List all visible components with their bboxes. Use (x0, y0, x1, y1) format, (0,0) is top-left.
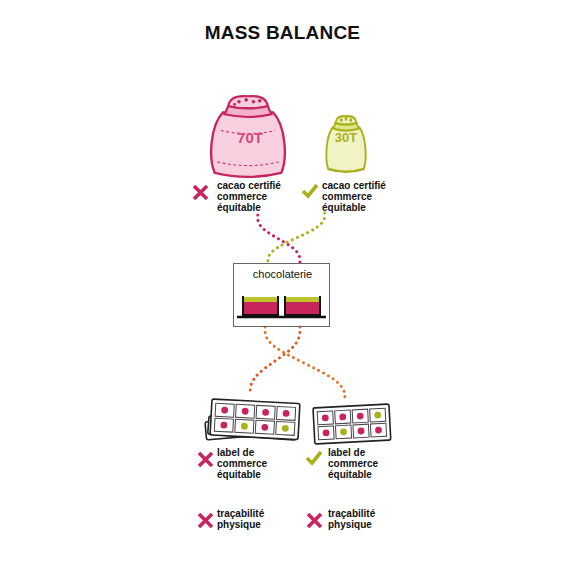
uncertified-layer (244, 302, 277, 314)
chocolate-bar (210, 399, 300, 440)
bean-dot (339, 413, 346, 420)
traceability-caption: traçabilité physique (217, 508, 289, 530)
bean-dot (357, 427, 364, 434)
bean-dot (220, 422, 227, 429)
cross-mark (308, 514, 321, 527)
bean-dot (242, 408, 249, 415)
bar-square (236, 404, 255, 418)
sack-neck (225, 106, 272, 117)
sack-illustration (211, 96, 285, 177)
bar-square (276, 421, 295, 435)
mixing-trays (237, 296, 326, 317)
certified-layer (244, 297, 277, 302)
tray-base (237, 316, 326, 319)
process-box: chocolaterie (233, 263, 330, 327)
product-output: label de commerce équitable traçabilité p… (305, 400, 400, 535)
certification-caption: cacao certifié commerce équitable (217, 180, 289, 213)
tray-outline (243, 296, 320, 315)
bean-dot (357, 412, 364, 419)
bar-square (370, 408, 386, 422)
bar-square (214, 418, 233, 432)
bean-dot (221, 407, 228, 414)
bean-dot (241, 423, 248, 430)
cross-mark (199, 514, 212, 527)
tonnage-label: 70T (225, 129, 275, 146)
bar-square (370, 423, 386, 437)
supply-sack: 70T cacao certifié commerce équitable (195, 90, 305, 215)
bean-dot (375, 427, 382, 434)
certification-caption: cacao certifié commerce équitable (322, 180, 394, 213)
uncertified-layer (286, 302, 319, 314)
bar-square (353, 424, 369, 438)
label-caption: label de commerce équitable (328, 447, 400, 480)
bean-dot (322, 414, 329, 421)
dotted-flow (268, 213, 325, 263)
bar-square (318, 426, 334, 440)
bean-dot (340, 428, 347, 435)
chocolate-bars (205, 399, 391, 444)
bean-dot (262, 409, 269, 416)
sack-body (211, 113, 285, 177)
bean-dots (340, 117, 352, 122)
diagram-title: MASS BALANCE (0, 22, 565, 44)
bean-dot (322, 429, 329, 436)
label-caption: label de commerce équitable (217, 447, 289, 480)
bar-square (335, 410, 351, 424)
bar-square (256, 405, 275, 419)
sack-neck (334, 123, 359, 130)
bar-square (215, 403, 234, 417)
bean-dot (261, 424, 268, 431)
cross-mark (199, 453, 212, 466)
traceability-caption: traçabilité physique (328, 508, 400, 530)
bean-dots (233, 98, 261, 106)
bar-square (277, 406, 296, 420)
dotted-flow (250, 327, 300, 395)
bar-outline (313, 404, 391, 444)
bar-square (335, 425, 351, 439)
product-output: label de commerce équitable traçabilité p… (195, 395, 310, 535)
bean-dot (374, 412, 381, 419)
bean-dot (282, 425, 289, 432)
bar-square (255, 420, 274, 434)
supply-sack: 30T cacao certifié commerce équitable (300, 108, 395, 213)
dotted-flow (258, 215, 300, 263)
dotted-flow (265, 327, 345, 400)
bar-outline (210, 399, 300, 440)
process-label: chocolaterie (234, 268, 331, 281)
chocolate-bar (313, 404, 391, 444)
certified-layer (286, 297, 319, 302)
check-mark (307, 452, 321, 463)
bar-square (317, 411, 333, 425)
bar-square (352, 409, 368, 423)
tonnage-label: 30T (324, 130, 368, 145)
check-mark (303, 185, 317, 196)
cross-mark (194, 186, 207, 199)
bar-square (235, 419, 254, 433)
bean-dot (283, 410, 290, 417)
